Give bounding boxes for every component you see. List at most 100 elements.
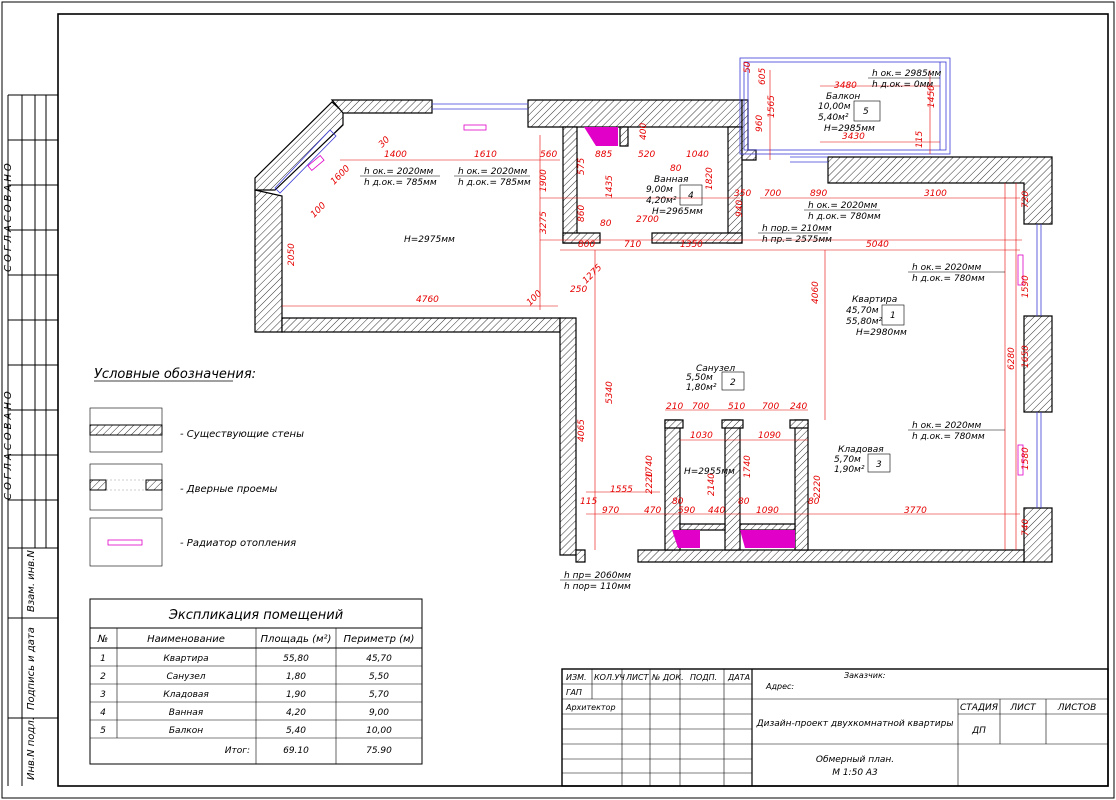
dimension-label: 510 [728, 402, 745, 412]
tb-sheets-h: ЛИСТОВ [1057, 703, 1097, 713]
dimension-label: 1610 [474, 150, 497, 160]
dimension-label: 250 [570, 285, 587, 295]
room-height: H=2980мм [856, 328, 907, 338]
window-note-ok: h ок.= 2020мм [458, 167, 527, 177]
window-note-dok: h д.ок.= 785мм [458, 178, 531, 188]
tb-stage: ДП [971, 726, 986, 736]
room-name: Санузел [696, 364, 735, 374]
dimension-label: 710 [624, 240, 641, 250]
dimension-label: 940 [735, 200, 745, 217]
dimension-label: 2220 [645, 471, 655, 494]
col-header: Наименование [147, 634, 225, 645]
dimension-label: 80 [738, 497, 750, 507]
title-block-text: ИЗМ. КОЛ.УЧ ЛИСТ № ДОК. ПОДП. ДАТА ГАП А… [565, 671, 1096, 778]
room-name: Ванная [654, 175, 689, 185]
title-block [561, 668, 1109, 787]
tb-customer: Заказчик: [844, 671, 886, 680]
dimension-label: 440 [708, 506, 725, 516]
table-cell: 55,80 [283, 654, 309, 664]
dimension-label: 885 [595, 150, 612, 160]
room-perim: 1,90м² [834, 465, 865, 475]
door-notes: h пор.= 210мм h пр.= 2575мм h пр= 2060мм… [560, 224, 832, 592]
window-note-ok: h ок.= 2020мм [808, 201, 877, 211]
dimension-label: 1590 [1021, 275, 1031, 298]
window-note-dok: h д.ок.= 785мм [364, 178, 437, 188]
tb-col: КОЛ.УЧ [594, 673, 625, 682]
room-perim: 1,80м² [686, 383, 717, 393]
room-num: 4 [688, 191, 694, 201]
side-strip [7, 94, 58, 786]
col-header: № [97, 634, 108, 645]
room-height: H=2965мм [652, 207, 703, 217]
dimension-label: 115 [915, 131, 925, 148]
dimension-label: 2700 [636, 215, 659, 225]
dimension-label: 1565 [767, 95, 777, 118]
dimension-label: 1350 [680, 240, 703, 250]
door-note-b: h пор= 110мм [564, 582, 631, 592]
dimension-label: 700 [692, 402, 709, 412]
dimension-label: 890 [810, 189, 827, 199]
table-cell: 10,00 [366, 726, 392, 736]
dimension-label: 400 [639, 123, 649, 140]
window-note-ok: h ок.= 2020мм [912, 421, 981, 431]
room-height: H=2985мм [824, 124, 875, 134]
dimension-label: 4065 [577, 419, 587, 442]
tb-stage-h: СТАДИЯ [960, 703, 998, 713]
room-name: Балкон [826, 92, 860, 102]
dimension-label: 80 [808, 497, 820, 507]
col-header: Площадь (м²) [261, 634, 332, 645]
dimension-label: 6280 [1007, 347, 1017, 370]
legend-title: Условные обозначения: [94, 367, 256, 382]
dimension-label: 80 [670, 164, 682, 174]
table-cell: 5,50 [369, 672, 389, 682]
table-cell: 1 [100, 654, 106, 664]
table-cell: 5,40 [286, 726, 306, 736]
dimension-label: 1740 [743, 455, 753, 478]
tb-col: ЛИСТ [625, 673, 650, 682]
table-cell: 4,20 [286, 708, 306, 718]
dim-lines [282, 70, 1022, 550]
dimension-label: 560 [540, 150, 557, 160]
explication-title: Экспликация помещений [168, 608, 343, 623]
dimension-label: 1400 [384, 150, 407, 160]
table-cell: 4 [100, 708, 106, 718]
room-name: Квартира [852, 295, 897, 305]
dimension-label: 240 [790, 402, 807, 412]
dimension-label: 80 [600, 219, 612, 229]
radiators [307, 124, 1024, 476]
table-cell: 2 [100, 672, 106, 682]
total-area: 69.10 [283, 746, 309, 756]
window-note-dok: h д.ок.= 780мм [912, 432, 985, 442]
dimension-label: 970 [602, 506, 619, 516]
dimension-label: 1820 [705, 167, 715, 190]
table-cell: Квартира [163, 654, 208, 664]
window-note-ok: h ок.= 2985мм [872, 69, 941, 79]
dimension-label: 100 [525, 289, 544, 308]
table-cell: 9,00 [369, 708, 389, 718]
dimension-label: 1040 [686, 150, 709, 160]
bath-fills [584, 127, 795, 548]
window-notes: h ок.= 2985мм h д.ок.= 0мм h ок.= 2020мм… [360, 69, 1005, 442]
legend-radiator: - Радиатор отопления [180, 538, 296, 549]
dimension-label: 3275 [539, 211, 549, 234]
explication-table: Экспликация помещений № Наименование Пло… [89, 598, 423, 765]
window-note-ok: h ок.= 2020мм [364, 167, 433, 177]
table-cell: 1,90 [286, 690, 306, 700]
dimension-label: 3770 [904, 506, 927, 516]
dimension-label: 2050 [287, 243, 297, 266]
col-header: Периметр (м) [344, 634, 415, 645]
tb-architect: Архитектор [565, 703, 616, 712]
dimension-label: 5040 [866, 240, 889, 250]
dimension-label: 1275 [581, 263, 604, 286]
legend-doors: - Дверные проемы [180, 484, 277, 495]
dimension-label: 590 [678, 506, 695, 516]
total-perim: 75.90 [366, 746, 392, 756]
inner-frame [57, 13, 1109, 787]
room-height: H=2955мм [684, 467, 735, 477]
tb-project: Дизайн-проект двухкомнатной квартиры [756, 719, 954, 729]
dimension-label: 2220 [813, 475, 823, 498]
room-sanuzel: Санузел 5,50м 1,80м² 2 H=2955мм [684, 364, 745, 477]
